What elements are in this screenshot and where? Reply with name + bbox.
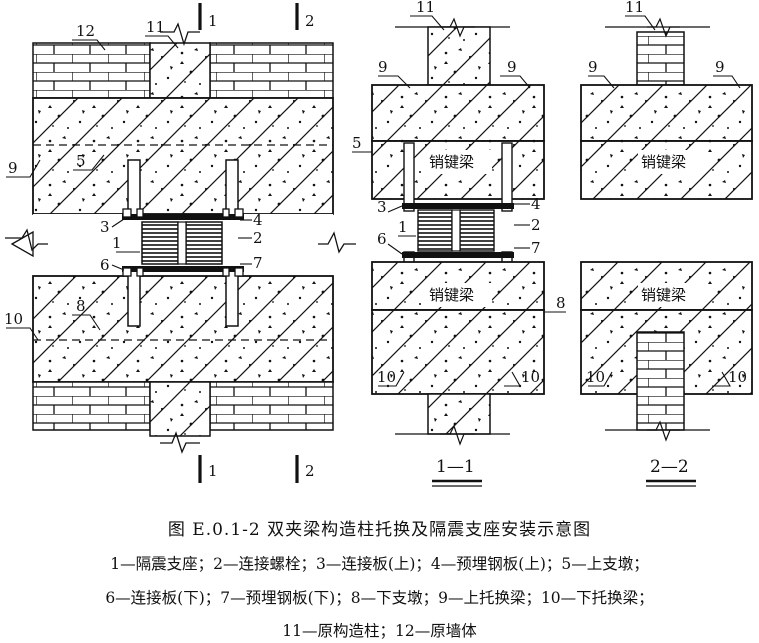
- section-mark-1-top: 1: [208, 12, 218, 30]
- s2-callout-9a: 9: [588, 58, 598, 76]
- section-mark-2-top: 2: [305, 12, 315, 30]
- s1-callout-6: 6: [377, 230, 387, 248]
- lower-pier-left: [127, 269, 141, 327]
- s1-callout-10a: 10: [377, 368, 396, 386]
- lower-transfer-beam: [32, 275, 334, 383]
- s1-callout-10b: 10: [521, 368, 540, 386]
- isolation-bearing-diagram: 1 2 1 2 12 11 9 5 3 1 6 4 2 7 10 8: [4, 0, 753, 487]
- s1-callout-3: 3: [377, 198, 387, 216]
- callout-3: 3: [100, 218, 110, 236]
- s1-callout-9b: 9: [507, 58, 517, 76]
- s2-callout-10a: 10: [586, 368, 605, 386]
- section-mark-2-bottom: 2: [305, 462, 315, 480]
- s2-upper-key-beam-label: 销键梁: [641, 153, 686, 171]
- main-elevation: 1 2 1 2 12 11 9 5 3 1 6 4 2 7 10 8: [4, 3, 356, 483]
- section-1-1-caption: 1—1: [436, 457, 475, 477]
- upper-transfer-beam: [32, 97, 334, 215]
- callout-10: 10: [4, 310, 23, 328]
- s1-upper-transfer-beam: [371, 84, 545, 142]
- original-wall-top-right: [209, 42, 334, 99]
- connection-bolts: [122, 208, 244, 277]
- s2-callout-11: 11: [625, 0, 644, 16]
- callout-5: 5: [76, 152, 86, 170]
- s1-lower-key-beam-label: 销键梁: [429, 286, 474, 304]
- s2-callout-9b: 9: [715, 58, 725, 76]
- callout-2: 2: [253, 229, 263, 247]
- original-column-bottom: [149, 381, 211, 437]
- legend-line-1: 1—隔震支座；2—连接螺栓；3—连接板(上)；4—预埋钢板(上)；5—上支墩；: [110, 555, 649, 573]
- upper-pier-left: [127, 159, 141, 217]
- lower-connection-plate: [122, 266, 244, 272]
- section-2-2: 销键梁 销键梁 11 9 9 10 10 2—2: [580, 0, 753, 487]
- s2-original-wall-top: [636, 31, 685, 86]
- s1-callout-5: 5: [352, 134, 362, 152]
- s1-callout-1: 1: [398, 218, 408, 236]
- s2-callout-10b: 10: [728, 368, 747, 386]
- s1-original-column-top: [427, 26, 491, 86]
- callout-11: 11: [146, 18, 165, 36]
- legend-line-2: 6—连接板(下)；7—预埋钢板(下)；8—下支墩；9—上托换梁；10—下托换梁；: [105, 589, 654, 607]
- original-wall-bottom-right: [209, 381, 334, 431]
- s2-lower-key-beam-label: 销键梁: [641, 286, 686, 304]
- callout-1: 1: [112, 234, 122, 252]
- callout-6: 6: [100, 256, 110, 274]
- isolation-bearing-right: [185, 221, 223, 265]
- s2-upper-transfer-beam: [580, 84, 753, 142]
- callout-9: 9: [8, 159, 18, 177]
- s1-callout-4: 4: [531, 195, 541, 213]
- s1-callout-2: 2: [531, 216, 541, 234]
- figure-title: 图 E.0.1-2 双夹梁构造柱托换及隔震支座安装示意图: [167, 520, 592, 540]
- section-2-2-caption: 2—2: [650, 457, 689, 477]
- s1-callout-11: 11: [416, 0, 435, 16]
- legend-line-3: 11—原构造柱；12—原墙体: [282, 622, 477, 640]
- original-wall-top-left: [32, 42, 151, 99]
- original-column-top: [149, 42, 211, 99]
- upper-pier-right: [225, 159, 239, 217]
- callout-8: 8: [76, 297, 86, 315]
- s2-original-wall-bottom: [636, 331, 685, 431]
- upper-connection-plate: [122, 214, 244, 220]
- s1-callout-7: 7: [531, 239, 541, 257]
- s1-isolation-bearing: [417, 209, 453, 252]
- lower-pier-right: [225, 269, 239, 327]
- original-wall-bottom-left: [32, 381, 151, 431]
- callout-12: 12: [76, 22, 95, 40]
- s1-callout-9a: 9: [378, 58, 388, 76]
- isolation-bearing-left: [141, 221, 179, 265]
- s1-upper-key-beam-label: 销键梁: [429, 153, 474, 171]
- section-mark-1-bottom: 1: [208, 462, 218, 480]
- s1-callout-8: 8: [556, 294, 566, 312]
- callout-4: 4: [253, 211, 263, 229]
- section-1-1: 销键梁 销键梁: [352, 0, 566, 487]
- callout-7: 7: [253, 254, 263, 272]
